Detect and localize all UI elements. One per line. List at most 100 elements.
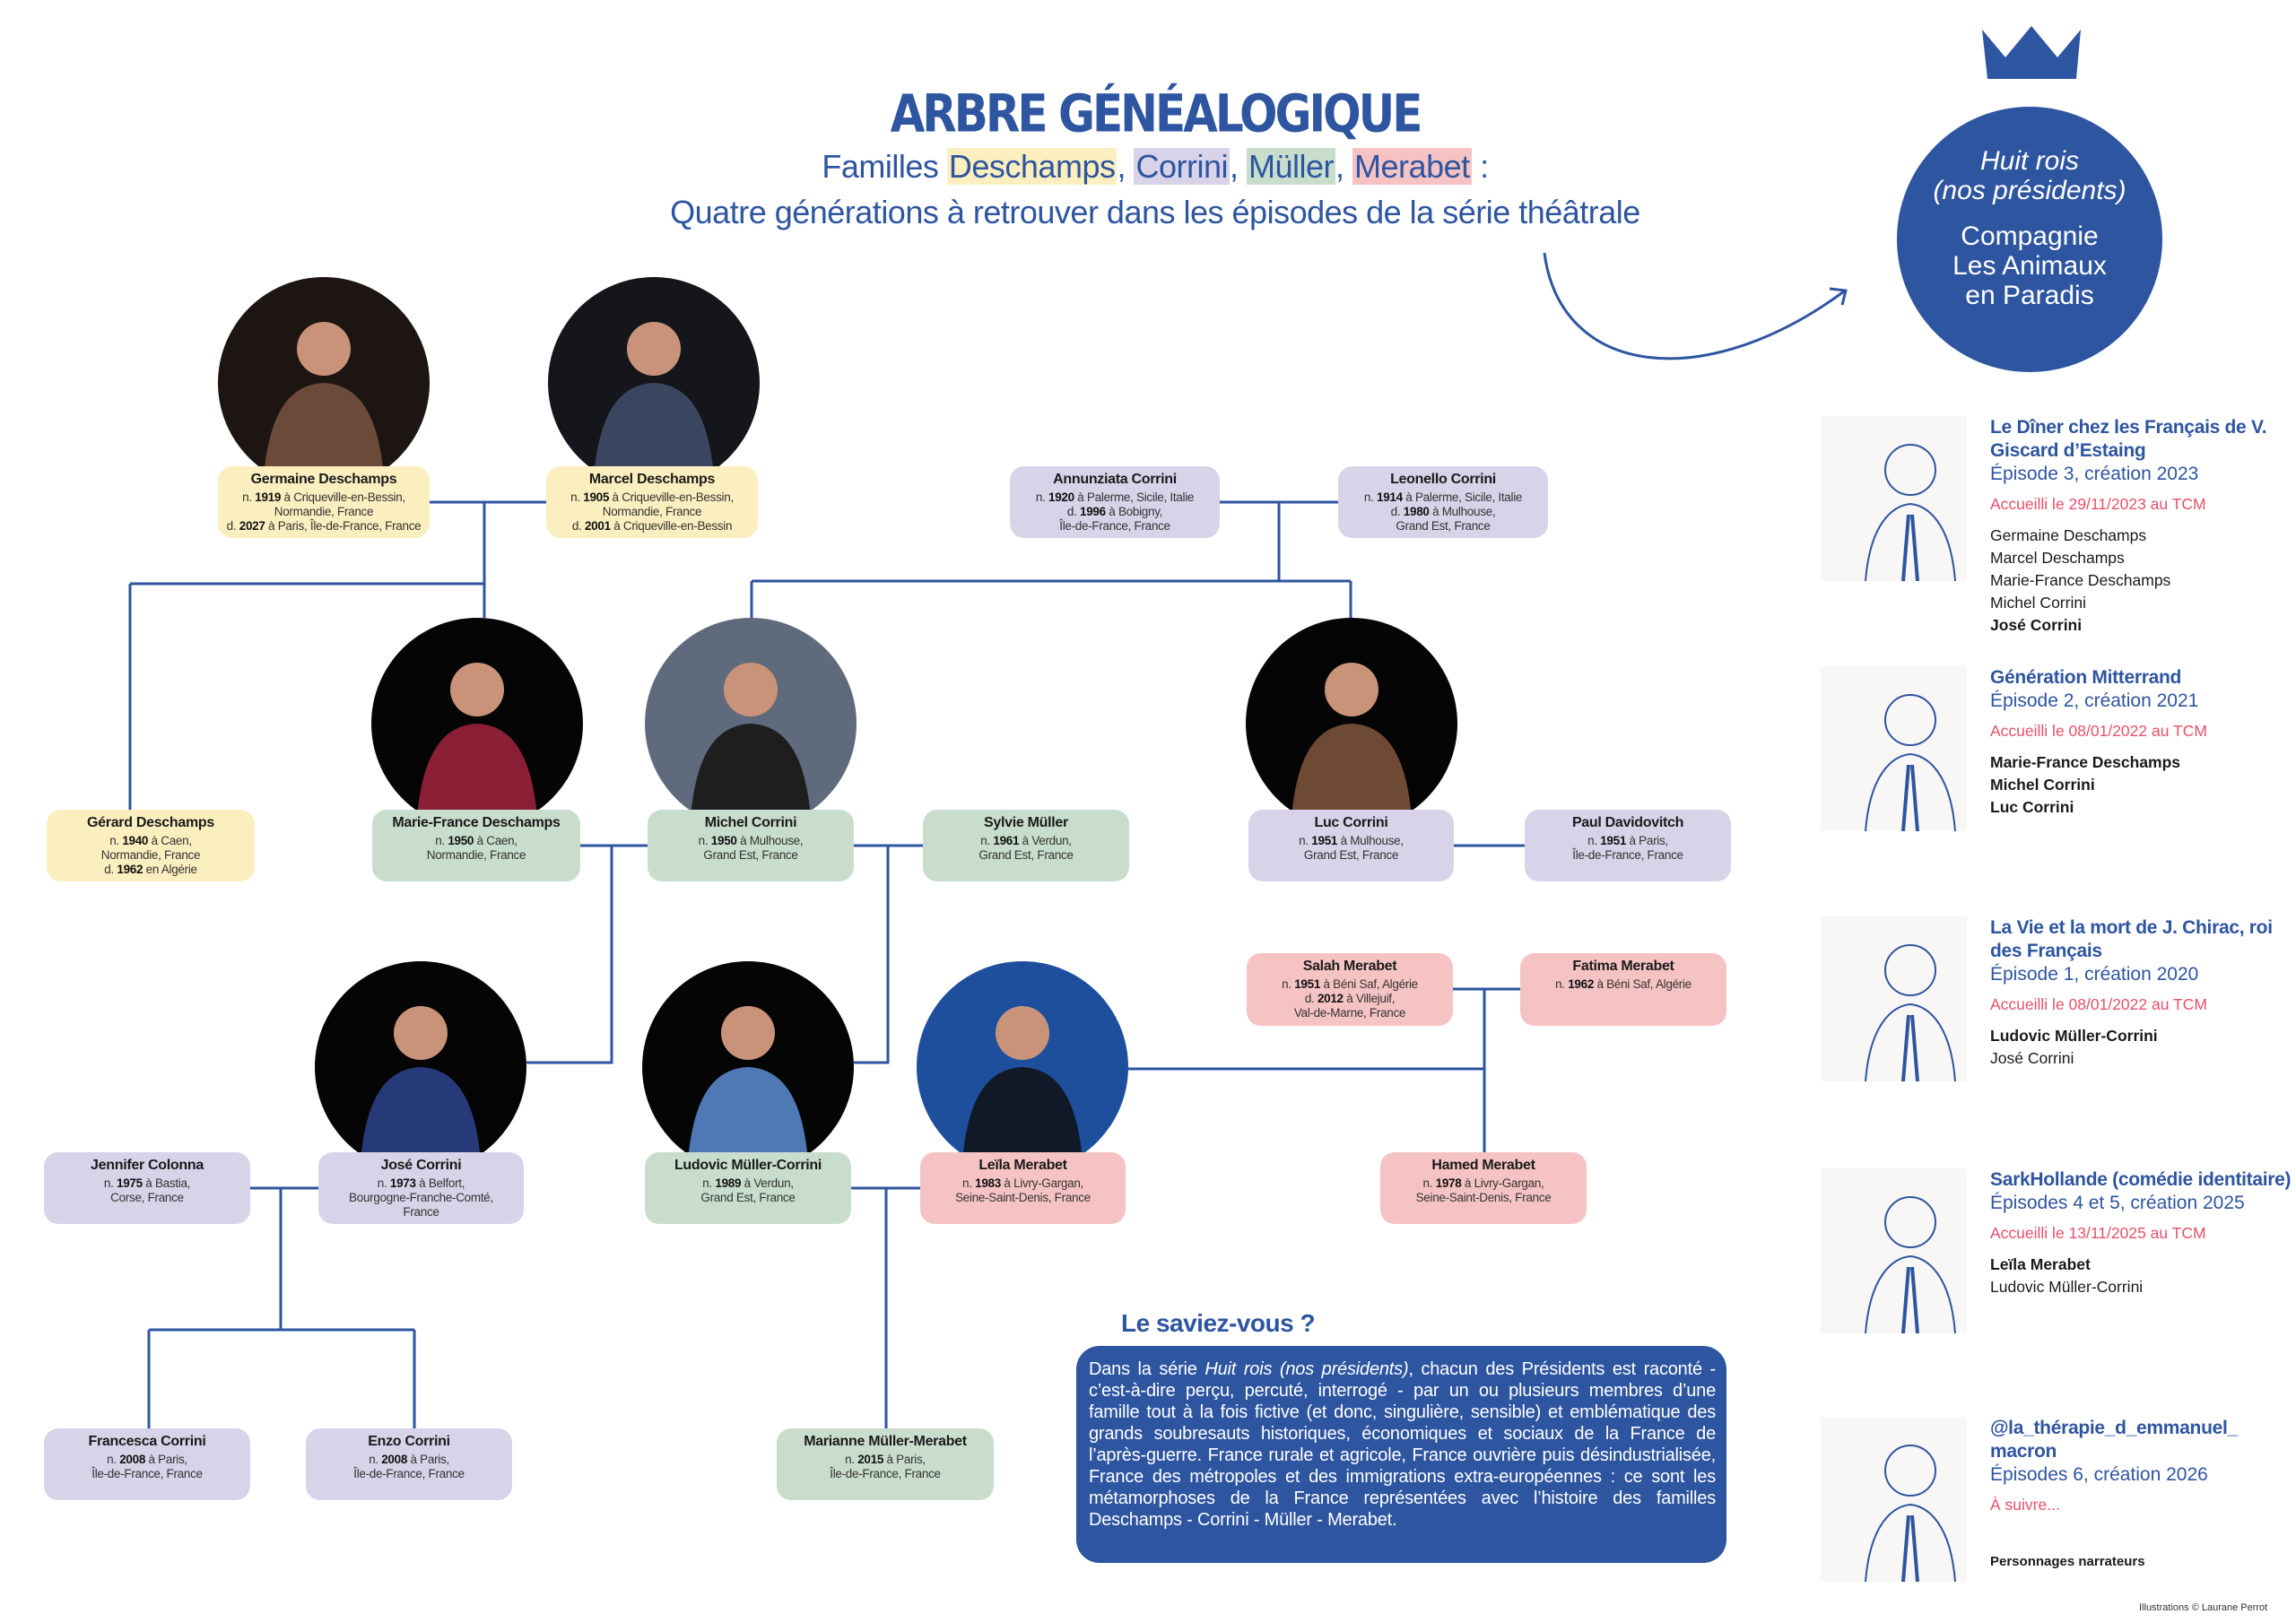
detail-year: 1962 (117, 863, 144, 876)
did-you-know-box: Dans la série Huit rois (nos présidents)… (1076, 1346, 1726, 1563)
did-you-know-text: , chacun des Présidents est raconté - c’… (1089, 1359, 1716, 1530)
episode-hosted: Accueilli le 13/11/2025 au TCM (1990, 1224, 2206, 1242)
episode-cast-member: Ludovic Müller-Corrini (1990, 1027, 2158, 1045)
detail-place: à Mulhouse, (1337, 834, 1405, 847)
person-name: Salah Merabet (1302, 959, 1397, 974)
person-detail-line: Grand Est, France (1248, 848, 1454, 863)
person-name: Germaine Deschamps (250, 472, 397, 487)
person-detail-line: n. 1951 à Mulhouse, (1248, 834, 1454, 848)
person-name: Sylvie Müller (984, 815, 1068, 830)
separator: , (1117, 148, 1135, 185)
detail-prefix: n. (1587, 834, 1601, 847)
detail-place: France (403, 1205, 439, 1219)
person-detail-line: Normandie, France (372, 848, 580, 863)
detail-prefix: n. (242, 490, 256, 504)
family-corrini: Corrini (1134, 148, 1230, 185)
person-name: José Corrini (380, 1158, 462, 1173)
person-name: Jennifer Colonna (91, 1158, 204, 1173)
person-detail-line: Bourgogne-Franche-Comté, (318, 1191, 524, 1205)
detail-place: en Algérie (143, 863, 197, 876)
episode-cast-member: Germaine Deschamps (1990, 526, 2147, 544)
person-name: Gérard Deschamps (87, 815, 214, 830)
connector-mariefrance-michel (526, 844, 648, 1064)
detail-place: à Béni Saf, Algérie (1320, 977, 1419, 991)
detail-prefix: d. (1390, 505, 1404, 518)
person-detail-line: n. 2008 à Paris, (306, 1453, 512, 1467)
detail-place: à Verdun, (1019, 834, 1072, 847)
person-detail-line: Île-de-France, France (1525, 848, 1731, 863)
episode-title: @la_thérapie_d_emmanuel_ macron (1990, 1418, 2238, 1462)
person-name: Marie-France Deschamps (392, 815, 561, 830)
detail-prefix: n. (980, 834, 994, 847)
detail-prefix: n. (435, 834, 448, 847)
person-detail-line: n. 1975 à Bastia, (44, 1176, 250, 1191)
person-detail-line: n. 1983 à Livry-Gargan, (920, 1176, 1126, 1191)
person-detail-line: Corse, France (44, 1191, 250, 1205)
detail-place: Normandie, France (426, 848, 526, 862)
detail-prefix: n. (1555, 977, 1569, 991)
episode-subtitle: Épisodes 4 et 5, création 2025 (1990, 1193, 2245, 1213)
detail-year: 1961 (993, 834, 1020, 847)
detail-place: Grand Est, France (978, 848, 1074, 862)
detail-year: 2001 (584, 519, 611, 533)
narrators-legend: Personnages narrateurs (1990, 1554, 2145, 1569)
detail-place: à Béni Saf, Algérie (1594, 977, 1692, 991)
person-name: Francesca Corrini (88, 1434, 206, 1449)
detail-year: 1962 (1568, 977, 1595, 991)
portrait-photo-mariefrance (371, 618, 583, 829)
detail-place: à Belfort, (415, 1176, 465, 1190)
detail-place: à Bobigny, (1105, 505, 1163, 518)
episode-title: Le Dîner chez les Français de V. Giscard… (1990, 417, 2267, 461)
detail-prefix: d. (226, 519, 239, 533)
did-you-know-series: Huit rois (nos présidents) (1205, 1359, 1409, 1379)
person-detail-line: d. 1962 en Algérie (47, 863, 255, 877)
episode-illustration (1821, 916, 1967, 1082)
detail-year: 1951 (1294, 977, 1321, 991)
connector-michel-sylvie (854, 844, 923, 1064)
person-detail-line: d. 2001 à Criqueville-en-Bessin (546, 519, 758, 534)
person-name: Luc Corrini (1314, 815, 1388, 830)
episode-hosted: À suivre... (1990, 1496, 2060, 1514)
person-detail-line: Grand Est, France (648, 848, 854, 863)
detail-prefix: n. (1035, 490, 1048, 504)
person-detail-line: Normandie, France (47, 848, 255, 863)
detail-year: 1996 (1080, 505, 1106, 518)
detail-place: Île-de-France, France (830, 1467, 941, 1480)
person-detail-line: France (318, 1205, 524, 1219)
person-detail-line: n. 1905 à Criqueville-en-Bessin, (546, 490, 758, 505)
episode-cast-member: Marcel Deschamps (1990, 549, 2125, 567)
person-detail-line: n. 1951 à Paris, (1525, 834, 1731, 848)
detail-prefix: n. (570, 490, 584, 504)
detail-year: 1973 (389, 1176, 416, 1190)
detail-place: Val-de-Marne, France (1293, 1006, 1406, 1020)
episode-cast-member: Luc Corrini (1990, 798, 2074, 816)
connector-annunziata-leonello (750, 500, 1352, 618)
did-you-know-text: Dans la série (1089, 1359, 1205, 1379)
person-detail-line: n. 1950 à Mulhouse, (648, 834, 854, 848)
person-name: Leïla Merabet (978, 1158, 1067, 1173)
person-name: Leonello Corrini (1390, 472, 1496, 487)
detail-year: 1914 (1377, 490, 1403, 504)
detail-place: à Paris, Île-de-France, France (265, 519, 422, 533)
detail-prefix: n. (103, 1176, 117, 1190)
episode-cast-member: Michel Corrini (1990, 776, 2095, 794)
person-detail-line: n. 1961 à Verdun, (923, 834, 1129, 848)
person-detail-line: n. 1962 à Béni Saf, Algérie (1520, 977, 1726, 992)
page-title: ARBRE GÉNÉALOGIQUE (890, 83, 1423, 144)
detail-prefix: n. (962, 1176, 976, 1190)
portrait-photo-ludovic (642, 961, 854, 1173)
detail-place: à Livry-Gargan, (1000, 1176, 1083, 1190)
family-deschamps: Deschamps (946, 148, 1118, 185)
person-name: Fatima Merabet (1572, 959, 1674, 974)
person-detail-line: n. 2015 à Paris, (777, 1453, 994, 1467)
detail-place: à Criqueville-en-Bessin, (609, 490, 735, 504)
detail-place: à Palerme, Sicile, Italie (1402, 490, 1523, 504)
detail-place: Grand Est, France (703, 848, 798, 862)
person-name: Hamed Merabet (1431, 1158, 1535, 1173)
detail-place: à Paris, (145, 1453, 188, 1466)
connector-jennifer-jose (147, 1186, 416, 1428)
